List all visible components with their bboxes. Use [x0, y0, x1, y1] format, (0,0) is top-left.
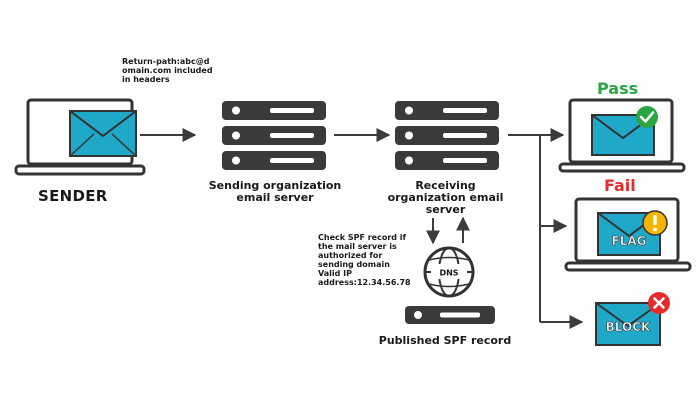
spf-check-note: Check SPF record if the mail server is a… [318, 233, 411, 287]
block-envelope-icon [595, 302, 661, 346]
sending-server-label: Sending organization email server [208, 179, 342, 204]
flag-label: FLAG [612, 234, 647, 248]
return-path-note: Return-path:abc@domain.com included in h… [122, 57, 213, 84]
pass-label: Pass [597, 79, 639, 98]
outcome-branch-arrows [508, 128, 584, 329]
spf-record-server-icon [405, 306, 495, 324]
dns-label: DNS [439, 269, 458, 278]
block-label: BLOCK [606, 320, 651, 334]
dns-globe-icon [423, 246, 475, 298]
receiving-server-label: Receiving organization email server [387, 179, 504, 216]
published-spf-label: Published SPF record [378, 334, 512, 347]
sender-envelope-icon [69, 110, 137, 157]
pass-check-badge-icon [636, 106, 658, 128]
flag-warning-badge-icon [642, 210, 668, 236]
sender-label: SENDER [38, 187, 108, 205]
sending-server-icon [222, 101, 326, 170]
receiving-server-icon [395, 101, 499, 170]
block-x-badge-icon [648, 292, 670, 314]
fail-label: Fail [604, 176, 636, 195]
